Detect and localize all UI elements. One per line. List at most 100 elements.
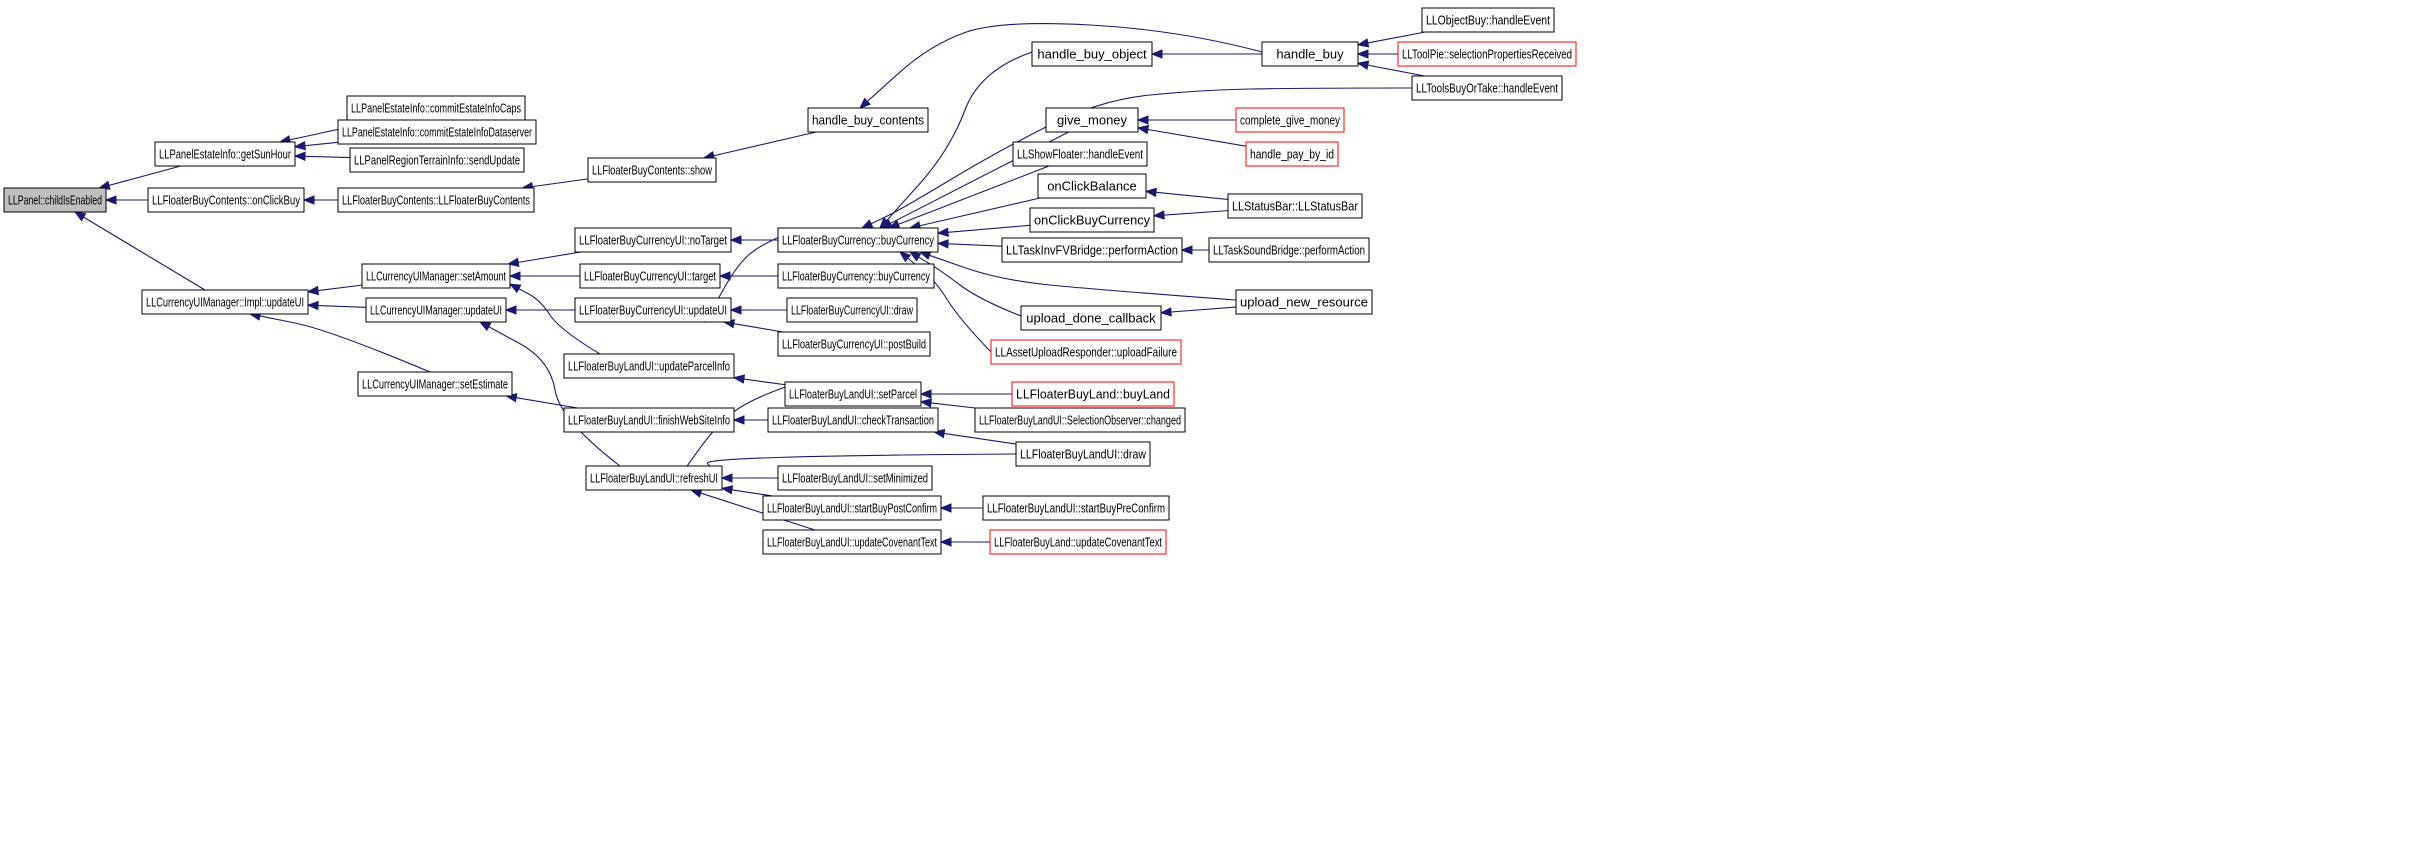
node-box	[141, 289, 309, 315]
node-box	[1031, 41, 1153, 67]
arrowhead-n13-to-n10	[507, 257, 520, 267]
function-node[interactable]: LLToolsBuyOrTake::handleEvent	[1411, 75, 1563, 101]
function-node[interactable]: LLFloaterBuyCurrencyUI::noTarget	[574, 227, 732, 253]
call-edge-n17-to-n12	[516, 397, 578, 409]
node-label: LLShowFloater::handleEvent	[1017, 147, 1143, 162]
node-label: LLPanelRegionTerrainInfo::sendUpdate	[354, 153, 520, 168]
node-label: onClickBalance	[1047, 179, 1137, 194]
function-node[interactable]: handle_buy_contents	[807, 107, 929, 133]
function-node[interactable]: complete_give_money	[1235, 107, 1345, 133]
function-node[interactable]: LLFloaterBuyContents::onClickBuy	[147, 187, 305, 213]
node-box	[777, 227, 939, 253]
function-node[interactable]: LLTaskInvFVBridge::performAction	[1001, 237, 1183, 263]
call-edge-n37-to-n23	[930, 402, 976, 409]
function-node[interactable]: handle_buy_object	[1031, 41, 1153, 67]
function-node[interactable]: LLFloaterBuyLandUI::SelectionObserver::c…	[974, 407, 1186, 433]
function-node[interactable]: LLFloaterBuyLandUI::startBuyPreConfirm	[982, 495, 1170, 521]
call-edge-n28-to-n19	[886, 51, 1033, 221]
function-node[interactable]: LLToolPie::selectionPropertiesReceived	[1397, 41, 1577, 67]
function-node[interactable]: LLFloaterBuyCurrency::buyCurrency	[777, 227, 939, 253]
function-node[interactable]: LLFloaterBuyLand::updateCovenantText	[989, 529, 1167, 555]
function-node[interactable]: LLFloaterBuyLandUI::updateCovenantText	[762, 529, 942, 555]
node-label: LLFloaterBuyCurrency::buyCurrency	[782, 233, 934, 248]
root-function-node[interactable]: LLPanel::childIsEnabled	[3, 187, 107, 213]
node-label: LLFloaterBuyLandUI::draw	[1020, 447, 1146, 462]
function-node[interactable]: LLFloaterBuyCurrencyUI::target	[579, 263, 721, 289]
function-node[interactable]: LLFloaterBuyCurrencyUI::postBuild	[777, 331, 931, 357]
function-node[interactable]: LLStatusBar::LLStatusBar	[1227, 193, 1363, 219]
call-edge-n9-to-n8	[713, 131, 817, 157]
node-box	[1020, 305, 1162, 331]
function-node[interactable]: onClickBalance	[1037, 173, 1147, 199]
function-node[interactable]: LLFloaterBuyLandUI::setMinimized	[777, 465, 933, 491]
function-node[interactable]: LLCurrencyUIManager::setAmount	[361, 263, 511, 289]
function-node[interactable]: LLPanelRegionTerrainInfo::sendUpdate	[349, 147, 525, 173]
call-edge-n13-to-n10	[518, 251, 581, 263]
node-label: LLCurrencyUIManager::updateUI	[370, 303, 502, 318]
function-node[interactable]: LLShowFloater::handleEvent	[1012, 141, 1148, 167]
node-box	[762, 495, 942, 521]
node-label: complete_give_money	[1240, 113, 1340, 128]
function-node[interactable]: onClickBuyCurrency	[1029, 207, 1155, 233]
arrowhead-n32-to-n19	[936, 227, 949, 237]
node-box	[777, 331, 931, 357]
node-box	[1015, 441, 1151, 467]
arrowhead-n36-to-n23	[919, 389, 932, 399]
node-layer: LLPanel::childIsEnabled LLPanelEstateInfo…	[3, 7, 1577, 555]
function-node[interactable]: LLCurrencyUIManager::setEstimate	[357, 371, 513, 397]
call-edge-n6-to-n1	[304, 155, 351, 159]
node-label: LLFloaterBuyCurrencyUI::draw	[791, 303, 913, 318]
arrowhead-n40-to-n27	[939, 537, 952, 547]
function-node[interactable]: LLFloaterBuyLand::buyLand	[1011, 381, 1175, 407]
node-label: LLFloaterBuyCurrencyUI::target	[584, 269, 716, 284]
function-node[interactable]: LLFloaterBuyLandUI::startBuyPostConfirm	[762, 495, 942, 521]
node-label: LLFloaterBuyLandUI::startBuyPostConfirm	[767, 501, 937, 516]
function-node[interactable]: LLCurrencyUIManager::Impl::updateUI	[141, 289, 309, 315]
function-node[interactable]: LLFloaterBuyCurrencyUI::draw	[786, 297, 918, 323]
arrowhead-n5-to-n1	[293, 140, 306, 151]
function-node[interactable]: LLFloaterBuyLandUI::checkTransaction	[767, 407, 939, 433]
node-label: handle_buy_contents	[812, 113, 924, 128]
function-node[interactable]: give_money	[1045, 107, 1139, 133]
arrowhead-n24-to-n17	[732, 415, 745, 425]
node-box	[1235, 289, 1373, 315]
function-node[interactable]: LLFloaterBuyCurrency::buyCurrency	[777, 263, 935, 289]
node-label: LLFloaterBuyLandUI::startBuyPreConfirm	[987, 501, 1165, 516]
function-node[interactable]: LLPanelEstateInfo::commitEstateInfoCaps	[346, 95, 526, 121]
function-node[interactable]: LLAssetUploadResponder::uploadFailure	[990, 339, 1182, 365]
function-node[interactable]: LLFloaterBuyLandUI::updateParcelInfo	[563, 353, 735, 379]
function-node[interactable]: LLFloaterBuyCurrencyUI::updateUI	[574, 297, 732, 323]
arrowhead-n16-to-n10	[508, 283, 522, 294]
arrowhead-n46-to-n34	[1159, 307, 1172, 317]
node-label: LLFloaterBuyLandUI::refreshUI	[590, 471, 718, 486]
function-node[interactable]: handle_buy	[1261, 41, 1359, 67]
node-box	[807, 107, 929, 133]
function-node[interactable]: LLFloaterBuyLandUI::setParcel	[784, 381, 922, 407]
arrowhead-n2-to-n0	[104, 195, 117, 205]
call-edge-n10-to-n3	[317, 284, 363, 292]
function-node[interactable]: LLTaskSoundBridge::performAction	[1208, 237, 1370, 263]
node-box	[777, 465, 933, 491]
call-edge-n49-to-n41	[1367, 64, 1425, 77]
node-label: LLTaskSoundBridge::performAction	[1213, 243, 1365, 258]
function-node[interactable]: upload_new_resource	[1235, 289, 1373, 315]
function-node[interactable]: LLPanelEstateInfo::commitEstateInfoDatas…	[337, 119, 537, 145]
function-node[interactable]: handle_pay_by_id	[1245, 141, 1339, 167]
function-node[interactable]: LLFloaterBuyLandUI::refreshUI	[585, 465, 723, 491]
function-node[interactable]: LLObjectBuy::handleEvent	[1421, 7, 1555, 33]
function-node[interactable]: LLFloaterBuyLandUI::draw	[1015, 441, 1151, 467]
arrowhead-n44-to-n31	[1144, 187, 1157, 198]
node-label: LLFloaterBuyCurrency::buyCurrency	[782, 269, 930, 284]
node-label: LLFloaterBuyLand::updateCovenantText	[994, 535, 1162, 550]
function-node[interactable]: LLFloaterBuyContents::LLFloaterBuyConten…	[337, 187, 535, 213]
node-label: handle_buy_object	[1037, 47, 1147, 62]
function-node[interactable]: LLCurrencyUIManager::updateUI	[365, 297, 507, 323]
function-node[interactable]: LLFloaterBuyContents::show	[587, 157, 717, 183]
node-label: LLFloaterBuyContents::LLFloaterBuyConten…	[342, 193, 530, 208]
function-node[interactable]: upload_done_callback	[1020, 305, 1162, 331]
function-node[interactable]: LLPanelEstateInfo::getSunHour	[154, 141, 296, 167]
node-box	[1001, 237, 1183, 263]
node-label: LLCurrencyUIManager::setEstimate	[362, 377, 508, 392]
arrowhead-n7-to-n2	[302, 195, 315, 205]
function-node[interactable]: LLFloaterBuyLandUI::finishWebSiteInfo	[563, 407, 735, 433]
